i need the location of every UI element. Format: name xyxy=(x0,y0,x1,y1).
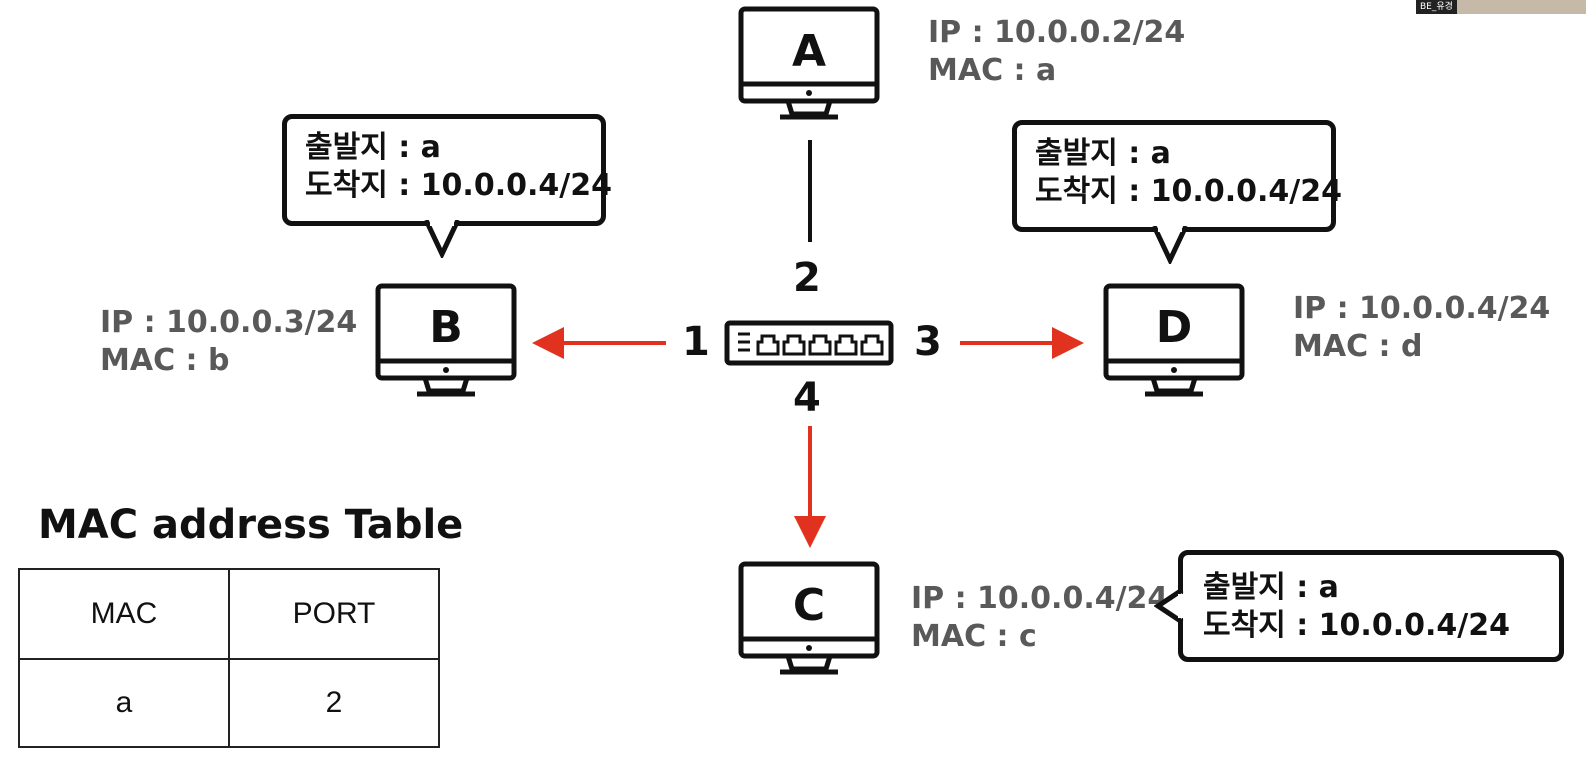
bubble-b-tail-icon xyxy=(424,220,460,258)
column-header-mac: MAC xyxy=(18,568,230,660)
host-c-info: IP : 10.0.0.4/24 MAC : c xyxy=(911,580,1168,656)
computer-a-icon xyxy=(738,6,880,120)
table-cell-port: 2 xyxy=(228,658,440,748)
host-c-ip: IP : 10.0.0.4/24 xyxy=(911,581,1169,616)
webcam-name-badge: BE_유경 xyxy=(1416,0,1457,14)
table-row: a 2 xyxy=(18,658,440,748)
host-d-info: IP : 10.0.0.4/24 MAC : d xyxy=(1293,290,1550,366)
mac-address-table: MAC PORT a 2 xyxy=(18,568,440,748)
host-b-info: IP : 10.0.0.3/24 MAC : b xyxy=(100,304,357,380)
bubble-c-destination: 도착지 : 10.0.0.4/24 xyxy=(1203,608,1510,643)
host-c-mac: MAC : c xyxy=(911,619,1037,654)
computer-b-icon xyxy=(375,283,517,397)
host-c-label: C xyxy=(792,580,826,631)
port-1-label: 1 xyxy=(682,319,710,365)
host-d-mac: MAC : d xyxy=(1293,329,1423,364)
host-a-ip: IP : 10.0.0.2/24 xyxy=(928,15,1186,50)
host-a-mac: MAC : a xyxy=(928,53,1057,88)
host-a-info: IP : 10.0.0.2/24 MAC : a xyxy=(928,14,1185,90)
computer-d-icon xyxy=(1103,283,1245,397)
column-header-port: PORT xyxy=(228,568,440,660)
host-b-mac: MAC : b xyxy=(100,343,230,378)
bubble-c-tail-icon xyxy=(1154,588,1184,624)
bubble-d-source: 출발지 : a xyxy=(1035,136,1171,171)
host-b-label: B xyxy=(429,302,463,353)
bubble-c: 출발지 : a 도착지 : 10.0.0.4/24 xyxy=(1178,550,1564,662)
computer-c-icon xyxy=(738,561,880,675)
mac-table-title: MAC address Table xyxy=(38,502,464,548)
port-2-label: 2 xyxy=(793,255,821,301)
switch-icon xyxy=(724,320,894,366)
bubble-b-destination: 도착지 : 10.0.0.4/24 xyxy=(305,168,612,203)
host-d-label: D xyxy=(1155,302,1193,353)
table-header-row: MAC PORT xyxy=(18,568,440,660)
bubble-d-tail-icon xyxy=(1152,226,1188,264)
port-4-label: 4 xyxy=(793,375,821,421)
table-cell-mac: a xyxy=(18,658,230,748)
host-a-label: A xyxy=(791,26,827,77)
port-3-label: 3 xyxy=(914,319,942,365)
host-d-ip: IP : 10.0.0.4/24 xyxy=(1293,291,1551,326)
bubble-d-destination: 도착지 : 10.0.0.4/24 xyxy=(1035,174,1342,209)
bubble-b-source: 출발지 : a xyxy=(305,130,441,165)
bubble-d: 출발지 : a 도착지 : 10.0.0.4/24 xyxy=(1012,120,1342,232)
bubble-c-source: 출발지 : a xyxy=(1203,570,1339,605)
webcam-overlay: BE_유경 xyxy=(1416,0,1586,14)
bubble-b: 출발지 : a 도착지 : 10.0.0.4/24 xyxy=(282,114,612,226)
host-b-ip: IP : 10.0.0.3/24 xyxy=(100,305,358,340)
